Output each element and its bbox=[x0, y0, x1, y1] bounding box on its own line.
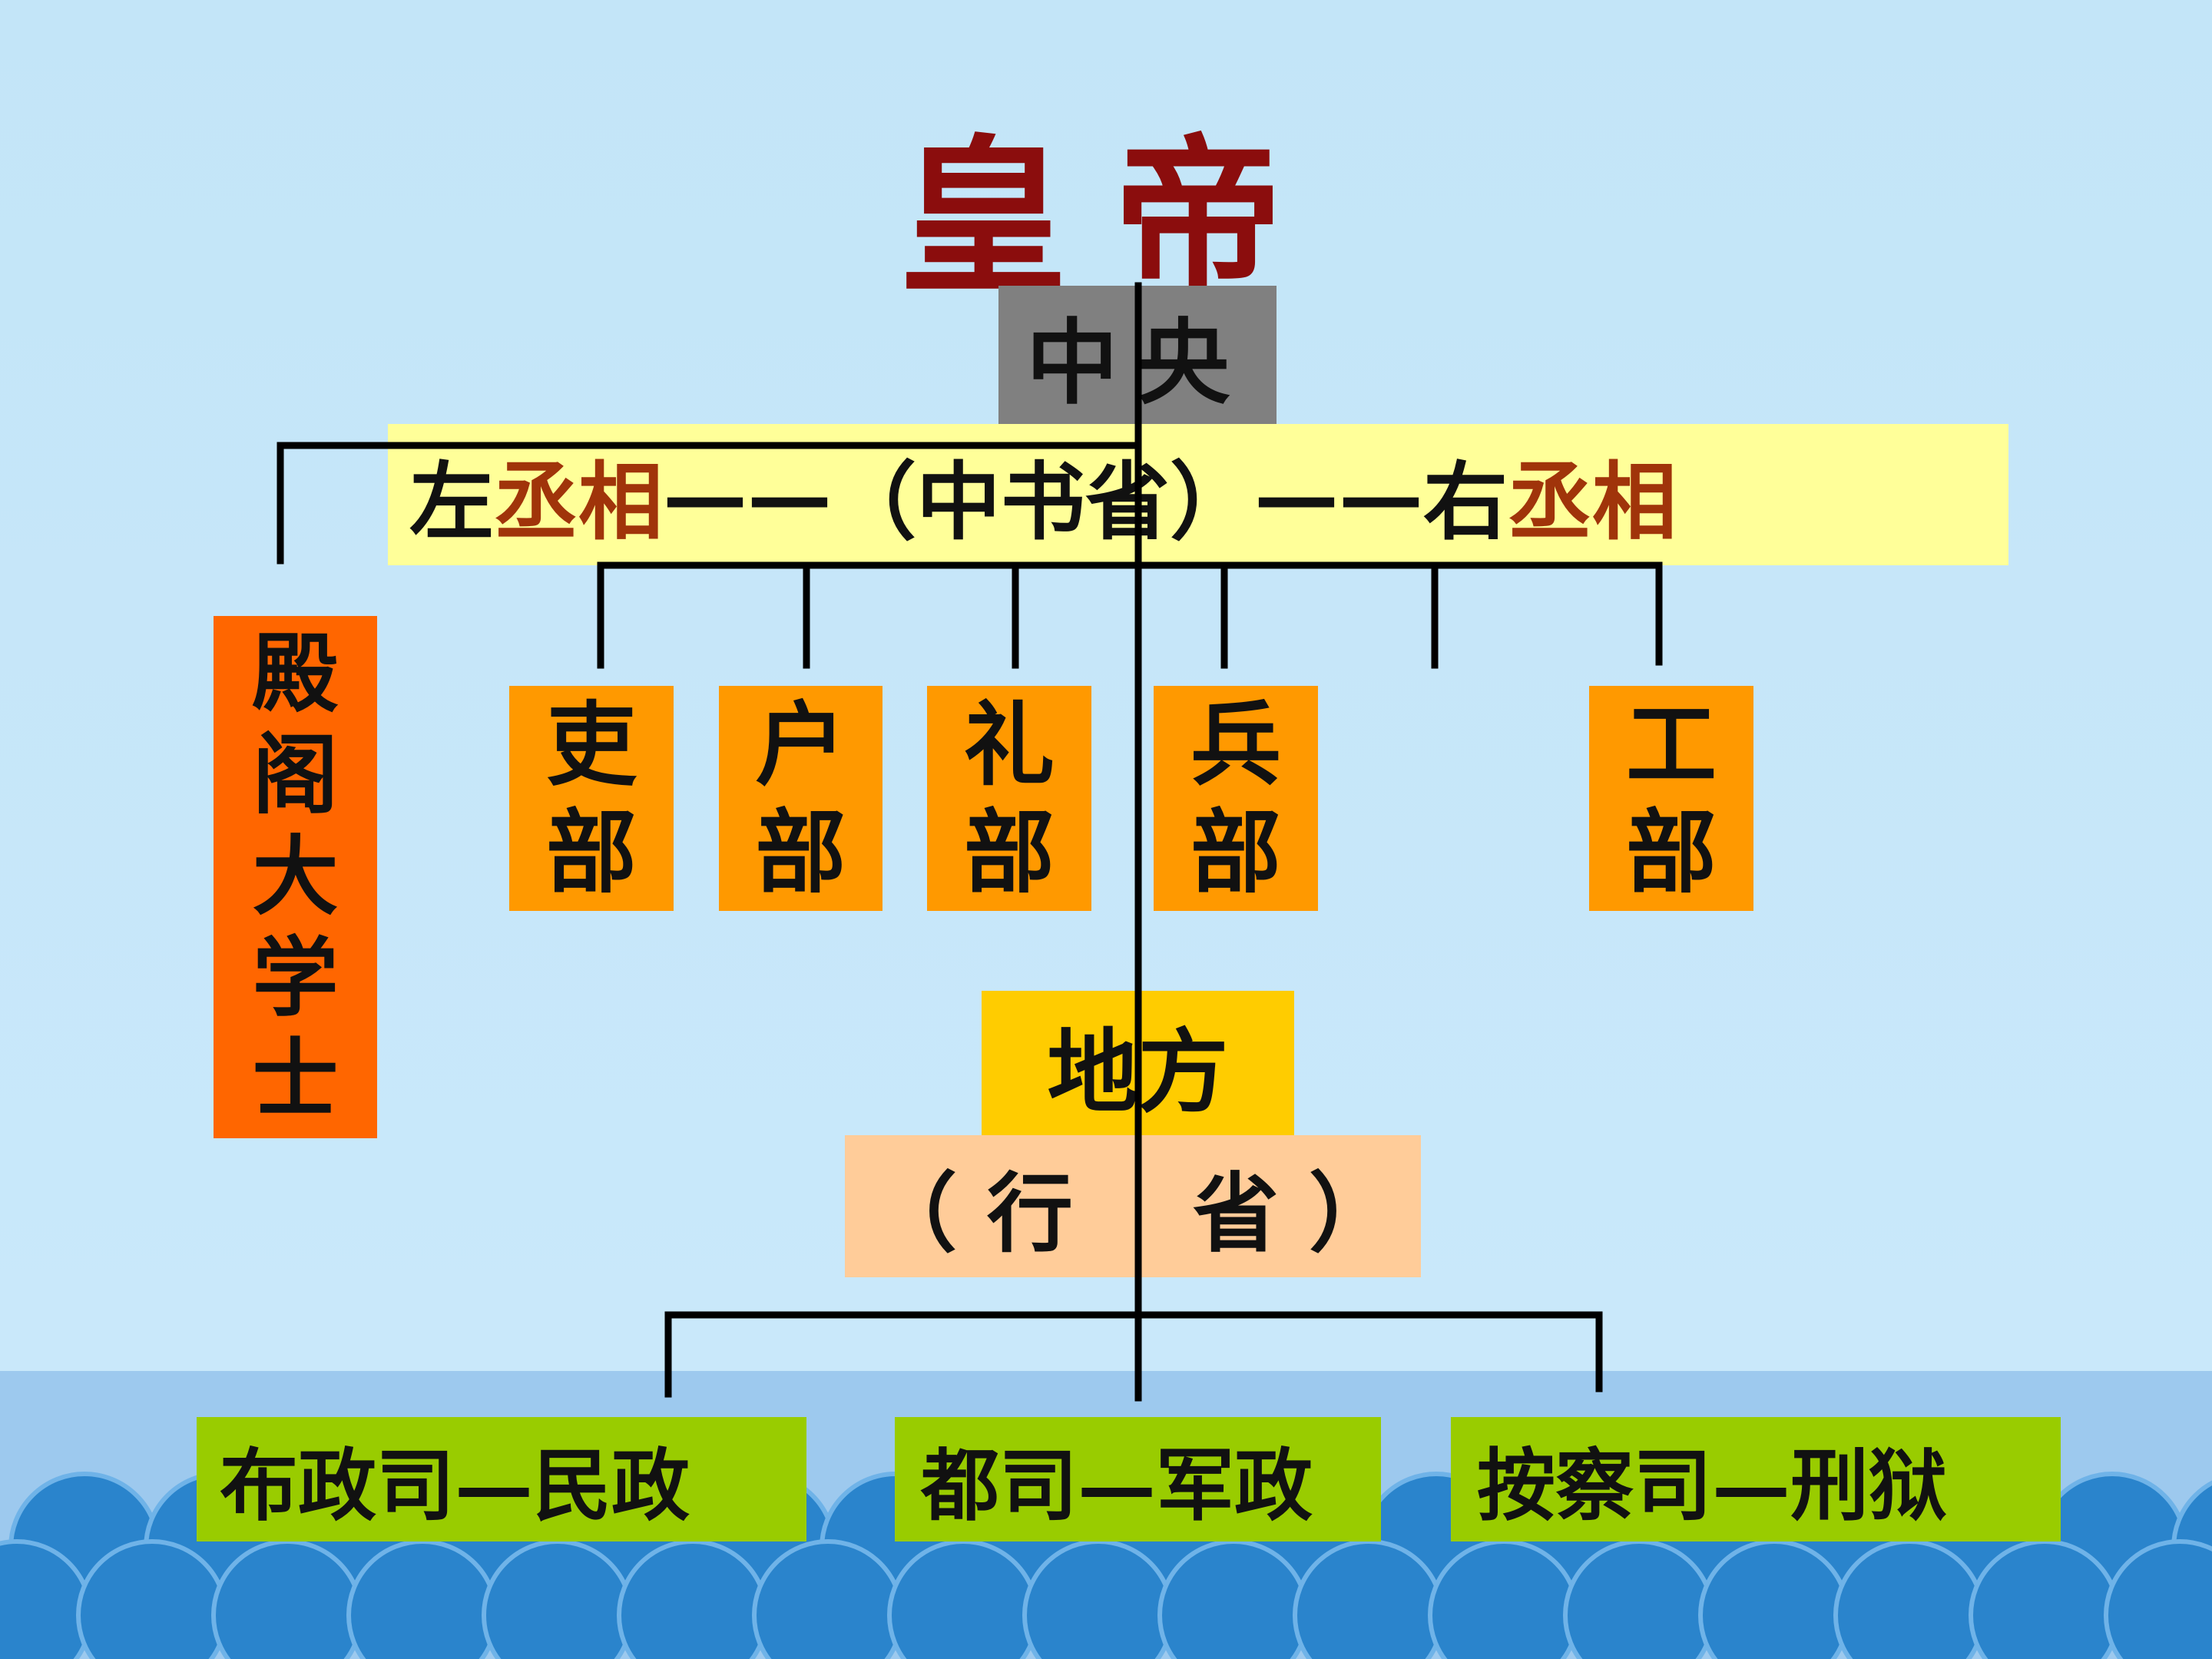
ministry-char: 部 bbox=[1190, 798, 1281, 906]
local-label: 地方 bbox=[1047, 1018, 1229, 1125]
ministry-personnel: 吏 部 bbox=[509, 686, 674, 911]
ministry-char: 礼 bbox=[963, 691, 1055, 799]
department-military: 都司—军政 bbox=[895, 1417, 1381, 1541]
wave-circle bbox=[2104, 1539, 2212, 1659]
ministry-char: 部 bbox=[545, 798, 637, 906]
province-label: （ 行 省 ） bbox=[871, 1163, 1395, 1264]
department-label: 都司—军政 bbox=[921, 1439, 1313, 1532]
ministry-war: 兵 部 bbox=[1154, 686, 1318, 911]
grand-secretary-char: 大 bbox=[252, 826, 339, 927]
right-chancellor-prefix: 右 bbox=[1423, 452, 1508, 551]
ministry-works: 工 部 bbox=[1589, 686, 1753, 911]
ministry-char: 部 bbox=[755, 798, 846, 906]
ministry-char: 部 bbox=[1625, 798, 1717, 906]
local-box: 地方 bbox=[982, 991, 1294, 1137]
department-label: 按察司—刑狱 bbox=[1477, 1439, 1947, 1532]
ministry-char: 部 bbox=[963, 798, 1055, 906]
ministry-char: 吏 bbox=[545, 691, 637, 799]
dash-left: —— bbox=[663, 445, 832, 545]
grand-secretary-char: 阁 bbox=[252, 724, 339, 826]
left-chancellor-role: 丞相 bbox=[494, 452, 663, 551]
ministry-revenue: 户 部 bbox=[719, 686, 882, 911]
ministry-rites: 礼 部 bbox=[927, 686, 1091, 911]
left-chancellor-prefix: 左 bbox=[409, 452, 494, 551]
central-box: 中央 bbox=[998, 286, 1277, 424]
department-judicial: 按察司—刑狱 bbox=[1451, 1417, 2061, 1541]
province-box: （ 行 省 ） bbox=[845, 1135, 1421, 1277]
ministry-char: 兵 bbox=[1190, 691, 1281, 799]
department-civil: 布政司—民政 bbox=[197, 1417, 806, 1541]
right-chancellor-role: 丞相 bbox=[1508, 452, 1677, 551]
department-label: 布政司—民政 bbox=[220, 1439, 690, 1532]
ministry-char: 户 bbox=[755, 691, 846, 799]
chancellor-band: 左丞相——（中书省）——右丞相 bbox=[388, 424, 2008, 565]
ministry-char: 工 bbox=[1625, 691, 1717, 799]
dash-right: —— bbox=[1254, 445, 1423, 545]
grand-secretary-char: 殿 bbox=[252, 623, 339, 724]
page-title: 皇帝 bbox=[898, 118, 1329, 316]
central-label: 中央 bbox=[1026, 309, 1249, 417]
grand-secretary-char: 士 bbox=[252, 1029, 339, 1131]
grand-secretary-char: 学 bbox=[252, 928, 339, 1029]
grand-secretary-box: 殿 阁 大 学 士 bbox=[214, 616, 377, 1138]
secretariat-label: （中书省） bbox=[832, 452, 1254, 551]
